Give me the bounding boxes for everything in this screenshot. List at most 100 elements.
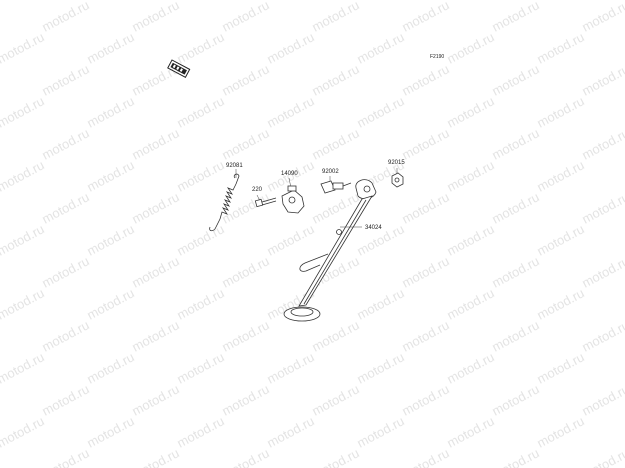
watermark-text: motod.ru	[0, 413, 47, 450]
watermark-text: motod.ru	[129, 445, 181, 468]
watermark-text: motod.ru	[489, 125, 541, 162]
watermark-text: motod.ru	[264, 221, 316, 258]
watermark-text: motod.ru	[219, 125, 271, 162]
bracket-part[interactable]	[281, 177, 305, 214]
pivot-bolt-part[interactable]	[320, 176, 352, 194]
watermark-text: motod.ru	[174, 413, 226, 450]
watermark-text: motod.ru	[489, 0, 541, 35]
spring-part[interactable]	[209, 169, 240, 232]
watermark-text: motod.ru	[84, 29, 136, 66]
watermark-text: motod.ru	[129, 125, 181, 162]
part-label-92015: 92015	[388, 160, 405, 166]
nut-part[interactable]	[391, 168, 404, 188]
part-label-34024: 34024	[365, 225, 382, 231]
watermark-text: motod.ru	[534, 29, 586, 66]
watermark-text: motod.ru	[39, 253, 91, 290]
watermark-text: motod.ru	[264, 29, 316, 66]
watermark-text: motod.ru	[39, 381, 91, 418]
watermark-text: motod.ru	[0, 93, 47, 130]
watermark-text: motod.ru	[534, 93, 586, 130]
watermark-text: motod.ru	[174, 285, 226, 322]
watermark-text: motod.ru	[579, 125, 625, 162]
watermark-text: motod.ru	[309, 445, 361, 468]
watermark-text: motod.ru	[489, 381, 541, 418]
watermark-text: motod.ru	[579, 0, 625, 35]
watermark-text: motod.ru	[579, 253, 625, 290]
watermark-text: motod.ru	[219, 189, 271, 226]
watermark-text: motod.ru	[399, 253, 451, 290]
watermark-text: motod.ru	[444, 349, 496, 386]
kawasaki-logo-icon	[167, 59, 191, 79]
part-label-92081: 92081	[226, 163, 243, 169]
watermark-text: motod.ru	[534, 413, 586, 450]
watermark-text: motod.ru	[399, 61, 451, 98]
watermark-text: motod.ru	[0, 349, 47, 386]
watermark-text: motod.ru	[399, 0, 451, 35]
watermark-text: motod.ru	[579, 189, 625, 226]
watermark-text: motod.ru	[444, 29, 496, 66]
watermark-text: motod.ru	[84, 157, 136, 194]
watermark-text: motod.ru	[444, 285, 496, 322]
watermark-text: motod.ru	[219, 0, 271, 35]
watermark-text: motod.ru	[0, 285, 47, 322]
watermark-text: motod.ru	[444, 93, 496, 130]
watermark-text: motod.ru	[174, 157, 226, 194]
watermark-text: motod.ru	[399, 381, 451, 418]
watermark-text: motod.ru	[489, 61, 541, 98]
watermark-text: motod.ru	[129, 0, 181, 35]
watermark-text: motod.ru	[84, 285, 136, 322]
watermark-text: motod.ru	[309, 61, 361, 98]
watermark-text: motod.ru	[39, 61, 91, 98]
watermark-text: motod.ru	[0, 0, 2, 35]
watermark-text: motod.ru	[489, 189, 541, 226]
watermark-text: motod.ru	[219, 445, 271, 468]
watermark-text: motod.ru	[354, 29, 406, 66]
watermark-text: motod.ru	[309, 125, 361, 162]
watermark-text: motod.ru	[174, 349, 226, 386]
watermark-text: motod.ru	[84, 413, 136, 450]
watermark-text: motod.ru	[0, 157, 47, 194]
watermark-text: motod.ru	[264, 0, 316, 3]
watermark-text: motod.ru	[309, 317, 361, 354]
watermark-text: motod.ru	[84, 349, 136, 386]
watermark-text: motod.ru	[444, 221, 496, 258]
watermark-text: motod.ru	[219, 317, 271, 354]
watermark-text: motod.ru	[39, 0, 91, 35]
watermark-text: motod.ru	[219, 61, 271, 98]
watermark-text: motod.ru	[129, 317, 181, 354]
watermark-text: motod.ru	[219, 381, 271, 418]
watermark-text: motod.ru	[579, 61, 625, 98]
watermark-text: motod.ru	[39, 445, 91, 468]
watermark-text: motod.ru	[0, 221, 47, 258]
watermark-text: motod.ru	[579, 381, 625, 418]
side-stand-part[interactable]	[283, 179, 377, 322]
watermark-text: motod.ru	[399, 317, 451, 354]
watermark-text: motod.ru	[354, 285, 406, 322]
watermark-text: motod.ru	[84, 0, 136, 3]
watermark-text: motod.ru	[129, 381, 181, 418]
watermark-text: motod.ru	[129, 189, 181, 226]
watermark-text: motod.ru	[489, 445, 541, 468]
watermark-text: motod.ru	[264, 349, 316, 386]
watermark-text: motod.ru	[0, 29, 47, 66]
watermark-text: motod.ru	[39, 317, 91, 354]
watermark-text: motod.ru	[354, 93, 406, 130]
bolt-part[interactable]	[254, 194, 277, 208]
watermark-text: motod.ru	[534, 0, 586, 3]
watermark-text: motod.ru	[174, 221, 226, 258]
watermark-text: motod.ru	[399, 189, 451, 226]
watermark-text: motod.ru	[0, 0, 47, 3]
diagram-code: F2190	[430, 54, 444, 60]
watermark-text: motod.ru	[264, 413, 316, 450]
watermark-text: motod.ru	[534, 157, 586, 194]
watermark-text: motod.ru	[219, 253, 271, 290]
watermark-text: motod.ru	[174, 29, 226, 66]
watermark-text: motod.ru	[534, 221, 586, 258]
watermark-text: motod.ru	[579, 445, 625, 468]
watermark-text: motod.ru	[129, 253, 181, 290]
watermark-text: motod.ru	[444, 413, 496, 450]
part-label-14090: 14090	[281, 171, 298, 177]
watermark-text: motod.ru	[354, 413, 406, 450]
